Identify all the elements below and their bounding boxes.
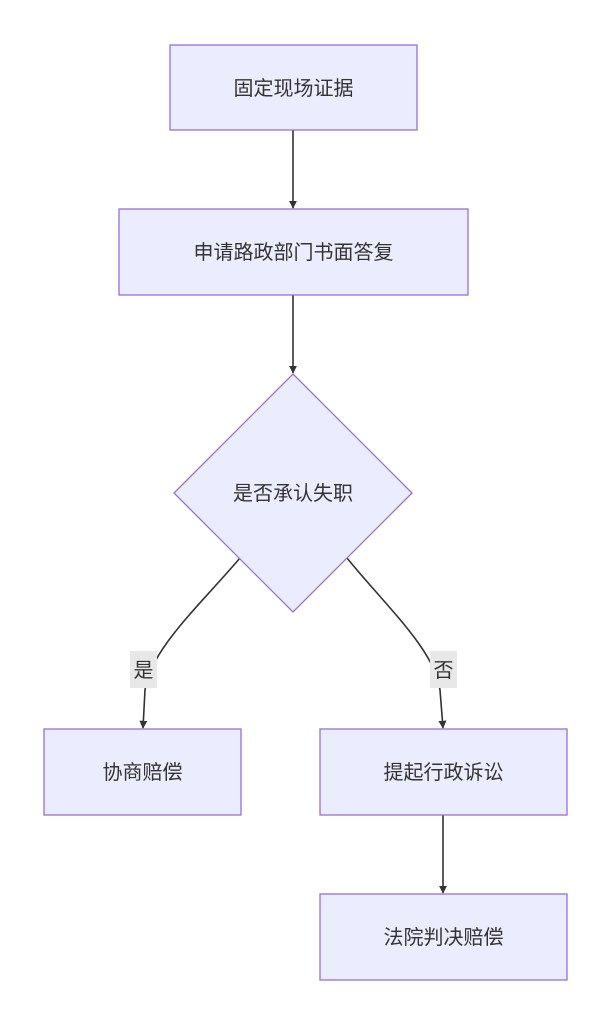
edge-label-no-text: 否 — [434, 658, 454, 682]
node-court: 法院判决赔偿 — [319, 893, 568, 981]
node-admit-fault-label: 是否承认失职 — [233, 481, 353, 505]
edge-label-yes-text: 是 — [134, 658, 154, 682]
node-apply-reply-label: 申请路政部门书面答复 — [194, 240, 394, 264]
node-court-label: 法院判决赔偿 — [384, 925, 504, 949]
node-fix-evidence-label: 固定现场证据 — [234, 76, 354, 100]
node-lawsuit-label: 提起行政诉讼 — [384, 760, 504, 784]
edge-decision-to-negotiate — [139, 557, 241, 729]
edge-label-no: 否 — [430, 651, 457, 688]
node-apply-reply: 申请路政部门书面答复 — [118, 208, 469, 296]
edge-decision-to-lawsuit — [346, 557, 447, 729]
node-negotiate-label: 协商赔偿 — [103, 760, 183, 784]
node-admit-fault-decision: 是否承认失职 — [173, 373, 413, 613]
node-fix-evidence: 固定现场证据 — [169, 44, 418, 131]
edge-label-yes: 是 — [130, 651, 157, 688]
node-negotiate: 协商赔偿 — [43, 728, 242, 816]
node-lawsuit: 提起行政诉讼 — [319, 728, 568, 816]
